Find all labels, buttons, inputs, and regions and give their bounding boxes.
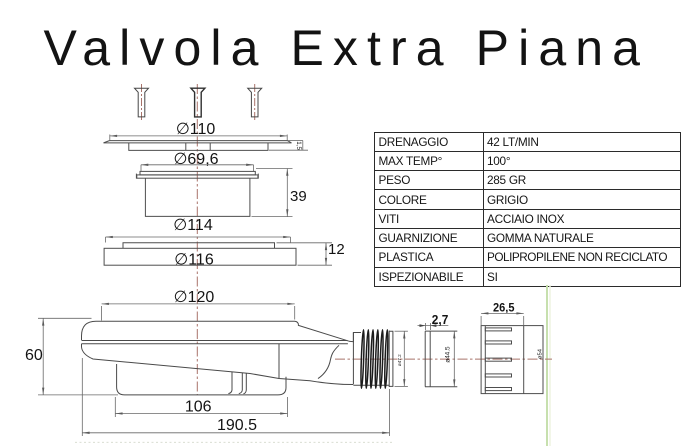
svg-text:∅69,6: ∅69,6 (173, 151, 218, 168)
svg-text:26,5: 26,5 (493, 301, 515, 315)
svg-text:39: 39 (290, 188, 307, 205)
svg-text:ø44.5: ø44.5 (445, 346, 452, 363)
svg-text:ø54: ø54 (537, 348, 543, 359)
svg-text:∅114: ∅114 (173, 217, 213, 234)
svg-text:ø47.2: ø47.2 (397, 354, 402, 366)
svg-text:12: 12 (328, 241, 345, 258)
svg-text:1,5: 1,5 (295, 141, 302, 150)
svg-text:∅110: ∅110 (176, 121, 216, 138)
svg-text:106: 106 (185, 399, 212, 416)
svg-text:2,7: 2,7 (432, 312, 449, 327)
svg-text:∅116: ∅116 (174, 252, 214, 269)
svg-text:60: 60 (25, 347, 43, 364)
svg-text:190.5: 190.5 (217, 417, 257, 434)
svg-text:∅120: ∅120 (174, 289, 215, 306)
